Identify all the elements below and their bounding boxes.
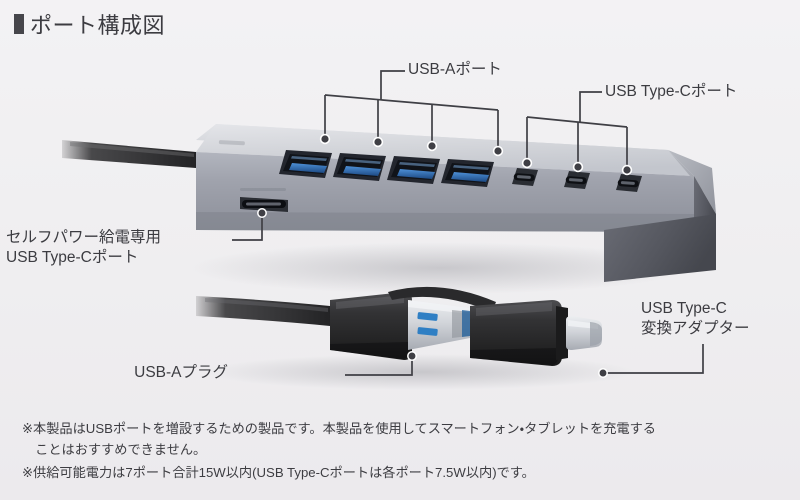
leader-usb-a-plug: [345, 356, 413, 376]
page-title: ポート構成図: [14, 8, 165, 40]
leader-dot: [257, 208, 267, 218]
page-title-text: ポート構成図: [30, 13, 166, 38]
hub-brand-mark: [218, 140, 245, 146]
leader-dot: [492, 145, 504, 157]
callout-self-power-port: セルフパワー給電専用 USB Type-Cポート: [6, 228, 161, 268]
leader-usb-c-adapter: [603, 344, 704, 374]
usb-a-port: [387, 156, 440, 184]
callout-self-power-line2: USB Type-Cポート: [6, 249, 139, 267]
downstream-cable-highlight: [205, 298, 328, 312]
leader-dot: [521, 157, 533, 169]
adapter-link-cable: [388, 286, 496, 312]
usb-c-port-group: [512, 168, 642, 192]
hub-shadow: [190, 242, 690, 294]
usb-a-port: [333, 153, 386, 181]
hub-upstream-cable-highlight: [70, 142, 194, 157]
usb-a-port: [441, 159, 494, 187]
hub-upstream-cable: [62, 140, 196, 168]
leader-lines: [232, 70, 704, 376]
hub-endcap-upper: [668, 150, 716, 214]
hub-endcap-front: [604, 214, 716, 282]
footnotes: ※本製品はUSBポートを増設するための製品です。本製品を使用してスマートフォン・…: [22, 418, 790, 483]
leader-usb-a-spine: [324, 94, 499, 111]
leader-dots: [257, 133, 633, 378]
leader-dot: [572, 161, 584, 173]
usb-c-port: [512, 168, 538, 186]
leader-usb-c-spine: [526, 116, 628, 128]
usb-a-plug: [330, 292, 470, 360]
usb-c-port: [564, 171, 590, 189]
footnote-item: ※供給可能電力は7ポート合計15W以内(USB Type-Cポートは各ポート7.…: [22, 464, 535, 480]
leader-dot: [372, 136, 384, 148]
usb-a-port: [279, 150, 332, 178]
callout-usb-c-adapter-line2: 変換アダプター: [641, 320, 750, 338]
usb-c-adapter: [470, 300, 602, 366]
callout-self-power-line1: セルフパワー給電専用: [6, 229, 162, 246]
usb-c-power-port: [240, 188, 288, 212]
square-bullet-icon: [14, 14, 24, 34]
downstream-cable: [196, 296, 330, 326]
hub-front-shadow: [196, 212, 694, 232]
footnote-item: ※本製品はUSBポートを増設するための製品です。本製品を使用してスマートフォン・…: [22, 421, 656, 458]
leader-self-power: [232, 213, 263, 241]
leader-usb-a-riser: [380, 70, 405, 100]
callout-usb-c-adapter-line1: USB Type-C: [641, 300, 727, 317]
callout-usb-a-plug: USB-Aプラグ: [134, 364, 228, 381]
leader-dot: [426, 140, 438, 152]
leader-dot: [407, 351, 417, 361]
callout-usb-a-ports: USB-Aポート: [408, 61, 502, 78]
leader-dot: [621, 164, 633, 176]
leader-dot: [598, 368, 608, 378]
cable-shadow: [205, 354, 635, 390]
usb-c-port: [616, 174, 642, 192]
leader-dot: [319, 133, 331, 145]
usb-a-port-group: [279, 150, 494, 187]
callout-usb-c-ports: USB Type-Cポート: [605, 83, 738, 100]
callout-usb-c-adapter: USB Type-C 変換アダプター: [641, 299, 750, 339]
leader-usb-c-riser: [579, 91, 602, 122]
